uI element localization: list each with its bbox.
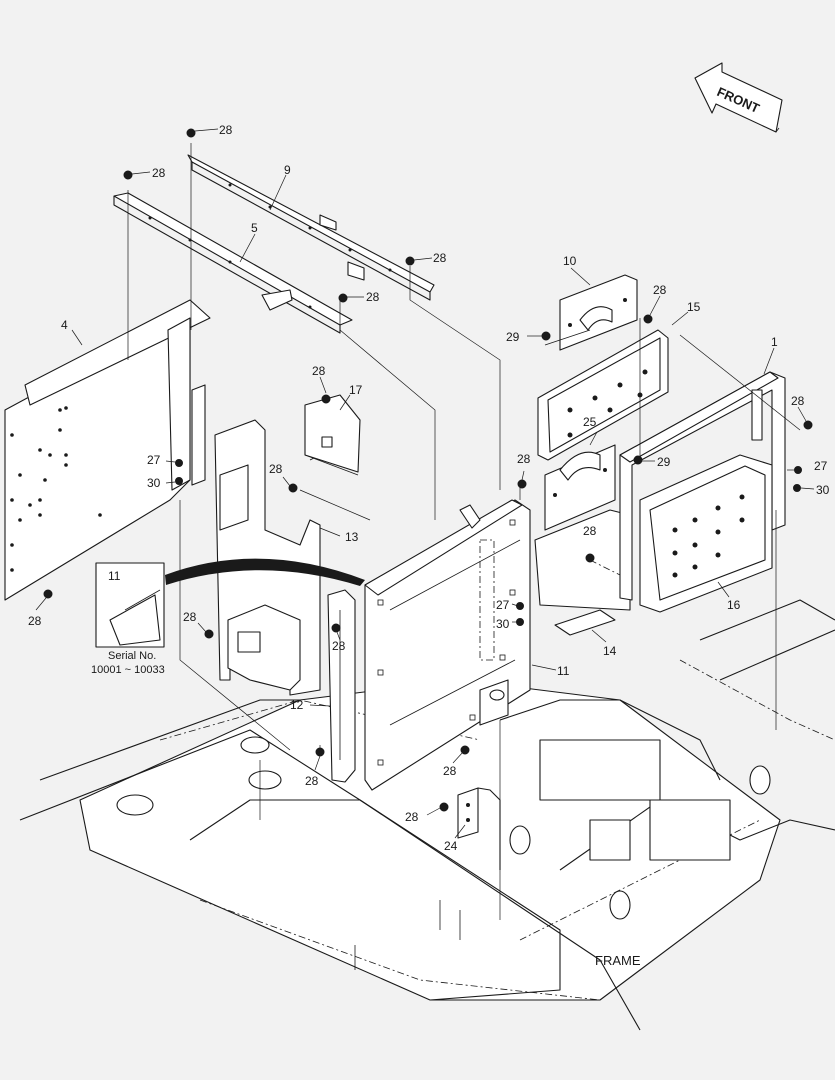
callout-28: 28 <box>653 283 667 297</box>
callout-10: 10 <box>563 254 577 268</box>
callouts: 28 28 9 5 28 28 4 10 29 28 15 1 28 28 17… <box>28 123 830 853</box>
callout-28: 28 <box>152 166 166 180</box>
part-15-shield <box>537 329 669 461</box>
callout-25: 25 <box>583 415 597 429</box>
part-1-frame <box>619 371 786 601</box>
callout-28: 28 <box>305 774 319 788</box>
callout-28: 28 <box>366 290 380 304</box>
serial-title: Serial No. <box>108 650 156 662</box>
part-9-rail <box>187 154 435 301</box>
part-25-insulator <box>544 444 616 531</box>
callout-28: 28 <box>219 123 233 137</box>
part-13-mounting-plate <box>214 419 321 696</box>
callout-28: 28 <box>183 610 197 624</box>
callout-9: 9 <box>284 163 291 177</box>
callout-28: 28 <box>269 462 283 476</box>
callout-11: 11 <box>108 569 121 583</box>
callout-16: 16 <box>727 598 741 612</box>
callout-30: 30 <box>147 476 161 490</box>
callout-28: 28 <box>791 394 805 408</box>
callout-28: 28 <box>433 251 447 265</box>
serial-inset: Serial No. 10001 ~ 10033 <box>91 558 365 676</box>
assembly-lines <box>127 143 801 920</box>
callout-27: 27 <box>814 459 828 473</box>
front-arrow: FRONT <box>694 62 783 133</box>
callout-28: 28 <box>443 764 457 778</box>
callout-11: 11 <box>557 664 570 678</box>
part-4-left-panel <box>4 299 211 601</box>
callout-28: 28 <box>28 614 42 628</box>
callout-30: 30 <box>496 617 510 631</box>
callout-27: 27 <box>147 453 161 467</box>
callout-28: 28 <box>583 524 597 538</box>
callout-12: 12 <box>290 698 304 712</box>
serial-range: 10001 ~ 10033 <box>91 664 165 676</box>
part-24-clip <box>457 787 501 870</box>
leader-lines <box>35 128 815 839</box>
callout-17: 17 <box>349 383 363 397</box>
callout-1: 1 <box>771 335 778 349</box>
frame-label: FRAME <box>595 953 641 968</box>
part-12-side-bracket <box>327 589 356 783</box>
callout-14: 14 <box>603 644 617 658</box>
callout-5: 5 <box>251 221 258 235</box>
callout-15: 15 <box>687 300 701 314</box>
part-11-main-panel <box>364 499 531 791</box>
part-10-bracket <box>559 274 638 351</box>
callout-28: 28 <box>517 452 531 466</box>
callout-28: 28 <box>332 639 346 653</box>
callout-30: 30 <box>816 483 830 497</box>
callout-29: 29 <box>506 330 520 344</box>
callout-28: 28 <box>312 364 326 378</box>
part-5-rail <box>113 192 353 334</box>
part-16-box <box>639 454 773 613</box>
part-17-bracket <box>304 394 361 476</box>
fasteners <box>43 128 813 812</box>
callout-24: 24 <box>444 839 458 853</box>
callout-29: 29 <box>657 455 671 469</box>
callout-28: 28 <box>405 810 419 824</box>
frame-assembly: FRAME <box>19 599 835 1031</box>
callout-4: 4 <box>61 318 68 332</box>
callout-27: 27 <box>496 598 510 612</box>
callout-13: 13 <box>345 530 359 544</box>
